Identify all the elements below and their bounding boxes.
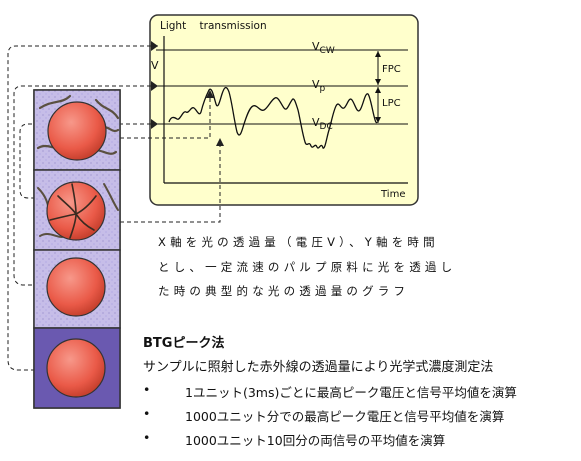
- connector-arrow-2: [151, 81, 158, 91]
- particle-2-cracks: [49, 183, 97, 239]
- vdc-label: VDC: [312, 116, 333, 132]
- connector-arrow-3: [151, 119, 158, 129]
- connector-arrow-5: [216, 138, 224, 146]
- caption-line-1: X軸を光の透過量（電圧V）、Y軸を時間: [158, 235, 439, 249]
- caption-line-3: た時の典型的な光の透過量のグラフ: [158, 284, 410, 298]
- particle-4: [46, 338, 106, 398]
- graph-panel: [149, 14, 419, 206]
- x-axis-label: Time: [380, 189, 405, 200]
- specimen-column: [33, 89, 121, 409]
- bullet-text: 1ユニット(3ms)ごとに最高ピーク電圧と信号平均値を演算: [185, 385, 517, 400]
- lpc-arrow-down: [375, 117, 381, 123]
- section-subtitle: サンプルに照射した赤外線の透過量により光学式濃度測定法: [143, 360, 494, 375]
- connector-arrow-1: [151, 41, 158, 51]
- bullet-mark: •: [143, 382, 151, 397]
- bullet-text: 1000ユニット分での最高ピーク電圧と信号平均値を演算: [185, 409, 505, 424]
- bullet-mark: •: [143, 406, 151, 421]
- lpc-label: LPC: [382, 98, 401, 109]
- fpc-arrow-down: [375, 79, 381, 85]
- vcw-label: VCW: [312, 40, 335, 56]
- bullet-text: 1000ユニット10回分の両信号の平均値を演算: [185, 433, 446, 448]
- caption-line-2: とし、一定流速のパルプ原料に光を透過し: [158, 260, 457, 274]
- particle-1: [47, 101, 107, 161]
- particle-3: [46, 257, 106, 317]
- signal-waveform: [168, 86, 378, 149]
- fpc-arrow-up: [375, 51, 381, 57]
- connector-arrow-4: [206, 90, 214, 98]
- graph-header: Light transmission: [160, 20, 267, 32]
- fpc-label: FPC: [382, 64, 401, 75]
- bullet-mark: •: [143, 430, 151, 445]
- vp-label: Vp: [312, 78, 326, 94]
- section-title: BTGピーク法: [143, 336, 225, 351]
- lpc-arrow-up: [375, 87, 381, 93]
- y-axis-label: V: [151, 59, 159, 72]
